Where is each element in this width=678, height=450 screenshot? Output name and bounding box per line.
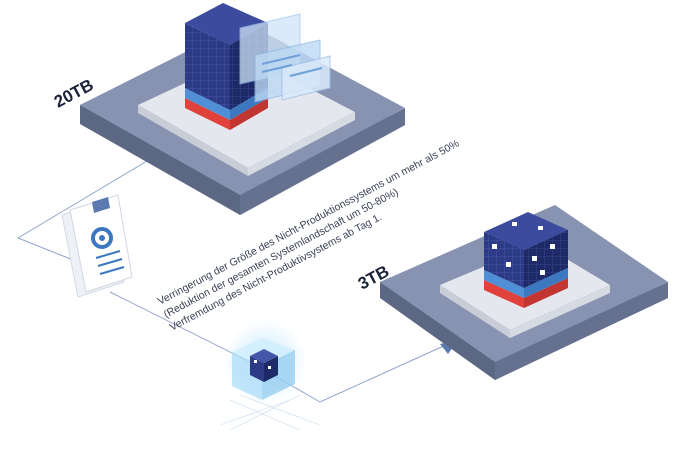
line-platform-to-clipboard [16,157,153,263]
target-data-cube [484,212,568,308]
data-cube-icon [219,320,321,431]
benefit-line-2: (Reduktion der gesamten Systemlandschaft… [162,186,401,320]
screen-panel-icon [239,13,331,103]
target-platform: 3TB [355,205,668,380]
clipboard-gear-icon [61,194,133,298]
source-platform: 20TB [51,3,405,215]
